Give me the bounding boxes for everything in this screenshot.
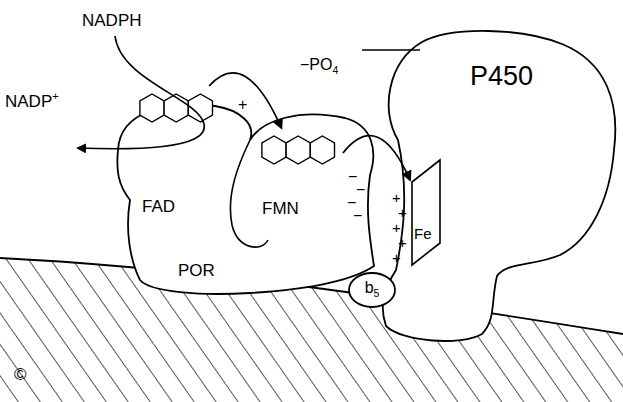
b5-outline: [349, 273, 395, 307]
charge-sign: −: [348, 168, 357, 186]
por-outline: [117, 104, 374, 294]
substrate-label: NADPH: [82, 12, 142, 31]
phosphate-bond: [362, 49, 420, 51]
electron-transfer-arrow: [209, 73, 281, 128]
fad-domain: FAD: [128, 86, 232, 226]
cofactor-label: FAD: [142, 198, 175, 217]
copyright-mark: ©: [14, 366, 27, 385]
por-enzyme: POR FAD FMN: [118, 100, 376, 295]
heme-iron: Fe: [410, 158, 442, 268]
iron-label: Fe: [414, 226, 432, 243]
product-label: NADP+: [5, 93, 59, 112]
charge-sign: −: [356, 181, 365, 199]
p450-enzyme: P450Fe: [382, 28, 620, 340]
fmn-rings: [262, 136, 335, 164]
phosphate-label: −PO4: [300, 56, 338, 74]
nadph-arrow: [78, 36, 204, 149]
cofactor-label: FMN: [262, 200, 299, 219]
heme-plane: [412, 160, 440, 265]
charge-sign: +: [392, 250, 401, 267]
enzyme-label: POR: [178, 262, 215, 281]
charge-sign: −: [353, 207, 362, 225]
charge-sign: +: [238, 96, 247, 114]
b5-protein: b5: [350, 273, 394, 307]
protein-label: b5: [365, 279, 380, 297]
p450-outline: [383, 31, 616, 341]
fmn-domain: FMN: [255, 128, 343, 228]
enzyme-label: P450: [470, 62, 533, 92]
